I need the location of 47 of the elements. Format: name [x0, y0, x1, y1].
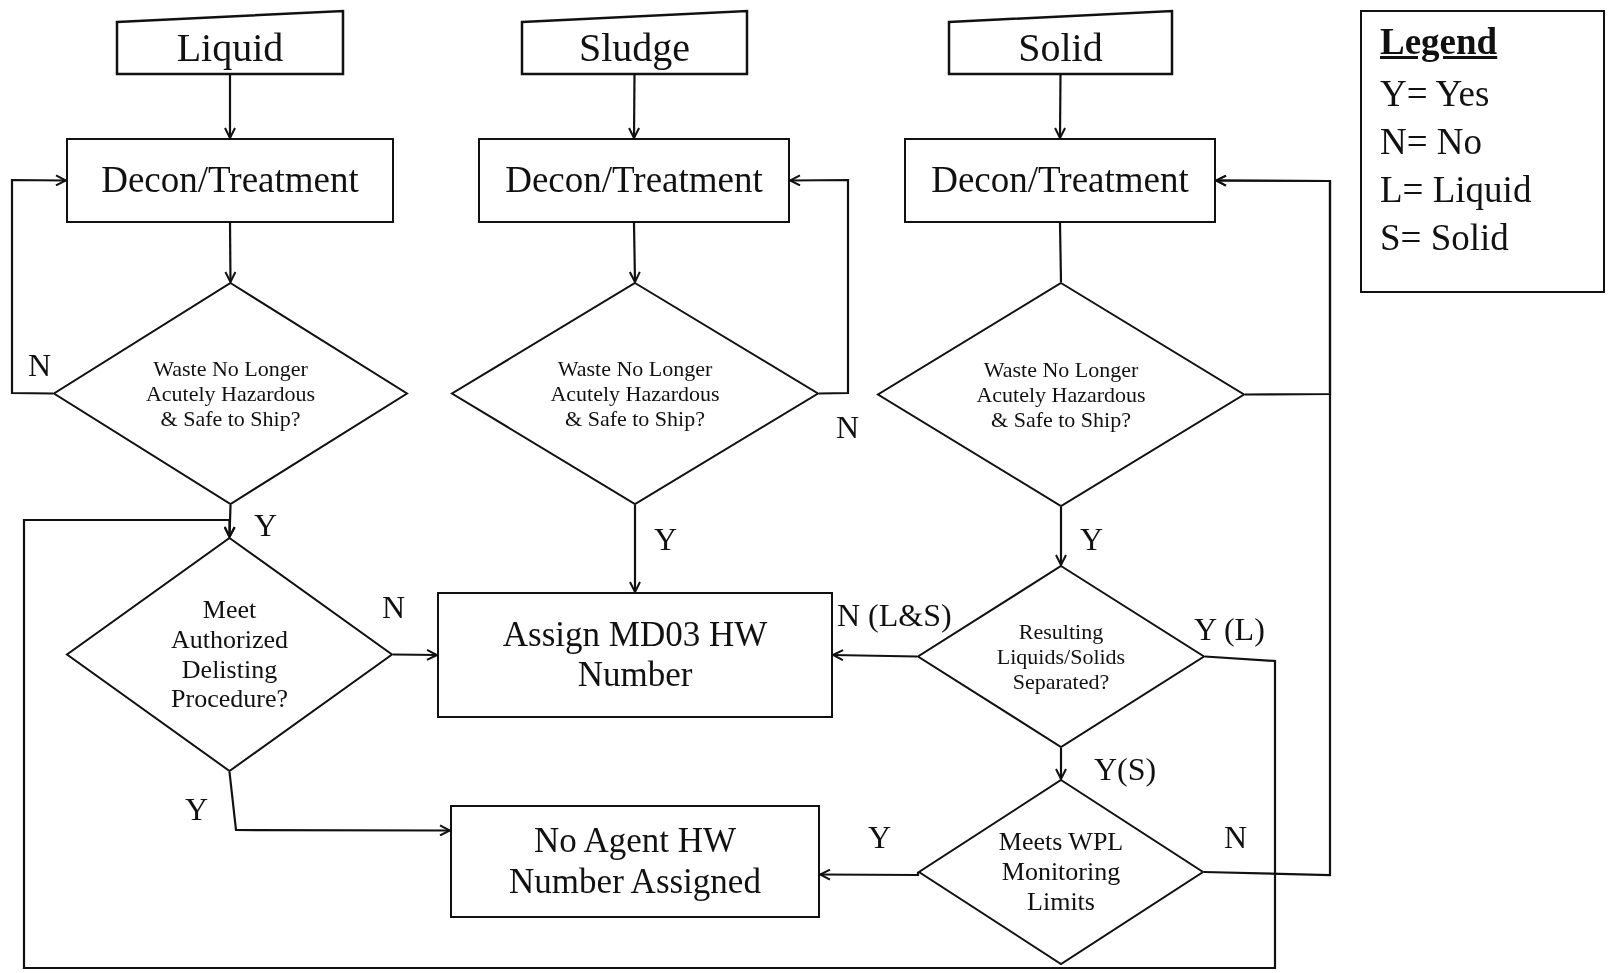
node-label: Meet Authorized Delisting Procedure? [170, 594, 289, 715]
node-label: Meets WPL Monitoring Limits [997, 827, 1125, 917]
legend-box [1360, 10, 1605, 293]
legend-entry: S= Solid [1380, 216, 1509, 261]
process-box [66, 138, 394, 223]
arrow [224, 223, 237, 283]
legend-entry: Y= Yes [1380, 72, 1490, 117]
node-label: Decon/Treatment [101, 159, 359, 202]
process-box [450, 805, 820, 918]
manual-input-shape [948, 10, 1173, 75]
decision-diamond [877, 282, 1245, 507]
arrow [832, 649, 917, 662]
arrow [1054, 75, 1067, 139]
process-box [904, 138, 1216, 223]
arrow [393, 648, 438, 661]
node-label: Waste No Longer Acutely Hazardous & Safe to Ship? [144, 355, 317, 432]
node-label: Assign MD03 HW Number [501, 614, 769, 696]
process-box [478, 138, 790, 223]
node-label: Decon/Treatment [931, 159, 1189, 202]
manual-input-shape [521, 10, 748, 75]
node-label: Waste No Longer Acutely Hazardous & Safe to Ship? [975, 356, 1147, 433]
manual-input-shape [116, 10, 344, 75]
arrow [224, 75, 236, 139]
legend-entry: L= Liquid [1380, 168, 1532, 213]
arrow [1055, 507, 1067, 566]
decision-diamond [53, 282, 408, 505]
decision-diamond [451, 282, 819, 505]
arrow [1055, 748, 1067, 780]
arrow [228, 771, 451, 837]
arrow [628, 223, 641, 283]
arrow [628, 75, 641, 139]
arrow [10, 174, 67, 395]
arrow [1203, 174, 1332, 877]
arrow [819, 868, 920, 881]
process-box [437, 592, 833, 718]
node-label: Decon/Treatment [505, 159, 763, 202]
arrow [789, 174, 850, 395]
node-label: Waste No Longer Acutely Hazardous & Safe to Ship? [549, 355, 721, 432]
node-label: Resulting Liquids/Solids Separated? [995, 618, 1127, 695]
node-label: Sludge [578, 24, 691, 71]
node-label: No Agent HW Number Assigned [508, 821, 762, 902]
arrow [22, 518, 1277, 970]
node-label: Liquid [176, 24, 284, 71]
node-label: Solid [1018, 24, 1103, 71]
arrow [629, 505, 641, 593]
legend-title: Legend [1380, 20, 1498, 64]
legend-entry: N= No [1380, 120, 1483, 165]
